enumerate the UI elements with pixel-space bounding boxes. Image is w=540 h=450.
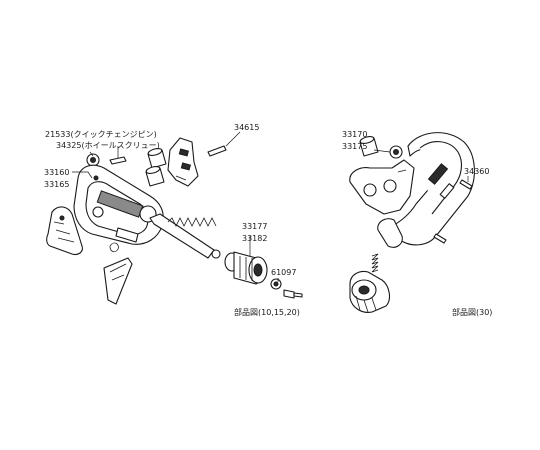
cutter-wheel-33170 bbox=[389, 145, 403, 159]
feed-knob-right bbox=[349, 270, 391, 313]
cutter-blade bbox=[103, 257, 133, 305]
caption-left: 部品図(10,15,20) bbox=[234, 307, 300, 317]
cutter-body-frame-large bbox=[377, 132, 475, 248]
retaining-clip bbox=[109, 242, 119, 253]
feed-spring-right bbox=[371, 253, 379, 273]
washer bbox=[270, 278, 282, 290]
roller-upper bbox=[147, 148, 167, 169]
roller-lower bbox=[145, 166, 165, 187]
roller-carrier bbox=[167, 137, 199, 187]
label-33182: 33182 bbox=[242, 234, 267, 243]
label-21533: 21533(クイックチェンジピン) bbox=[45, 130, 157, 139]
label-34325: 34325(ホイールスクリュー) bbox=[56, 141, 160, 150]
caption-right: 部品図(30) bbox=[452, 307, 492, 317]
feed-knob-33177 bbox=[224, 251, 268, 285]
pin-34615 bbox=[207, 145, 227, 157]
feed-spring bbox=[167, 217, 217, 227]
cutter-body-frame bbox=[73, 164, 164, 245]
label-33165: 33165 bbox=[44, 180, 69, 189]
leader-21533 bbox=[89, 151, 94, 157]
roller-carrier-right bbox=[349, 159, 415, 215]
label-33170: 33170 bbox=[342, 130, 367, 139]
label-33175: 33175 bbox=[342, 142, 367, 151]
cutter-wheel-33160 bbox=[86, 153, 100, 167]
leader-34615 bbox=[225, 131, 241, 147]
leader-33160 bbox=[72, 171, 93, 179]
left-exploded-diagram: 21533(クイックチェンジピン) 34325(ホイールスクリュー) 33160… bbox=[44, 123, 303, 317]
quick-change-pin-21533 bbox=[109, 156, 127, 165]
label-34360: 34360 bbox=[464, 167, 489, 176]
side-bracket bbox=[46, 206, 83, 256]
pin-34360-upper bbox=[459, 179, 473, 190]
feed-screw bbox=[149, 213, 221, 259]
leader-33170 bbox=[373, 149, 391, 153]
label-34615: 34615 bbox=[234, 123, 259, 132]
roller-right bbox=[359, 136, 379, 157]
label-33177: 33177 bbox=[242, 222, 267, 231]
pin-34360-lower bbox=[433, 233, 447, 244]
label-33160: 33160 bbox=[44, 168, 69, 177]
screw-61097 bbox=[283, 289, 303, 299]
right-exploded-diagram: 33170 33175 34360 部品図(30) bbox=[342, 130, 492, 317]
label-61097: 61097 bbox=[271, 268, 296, 277]
